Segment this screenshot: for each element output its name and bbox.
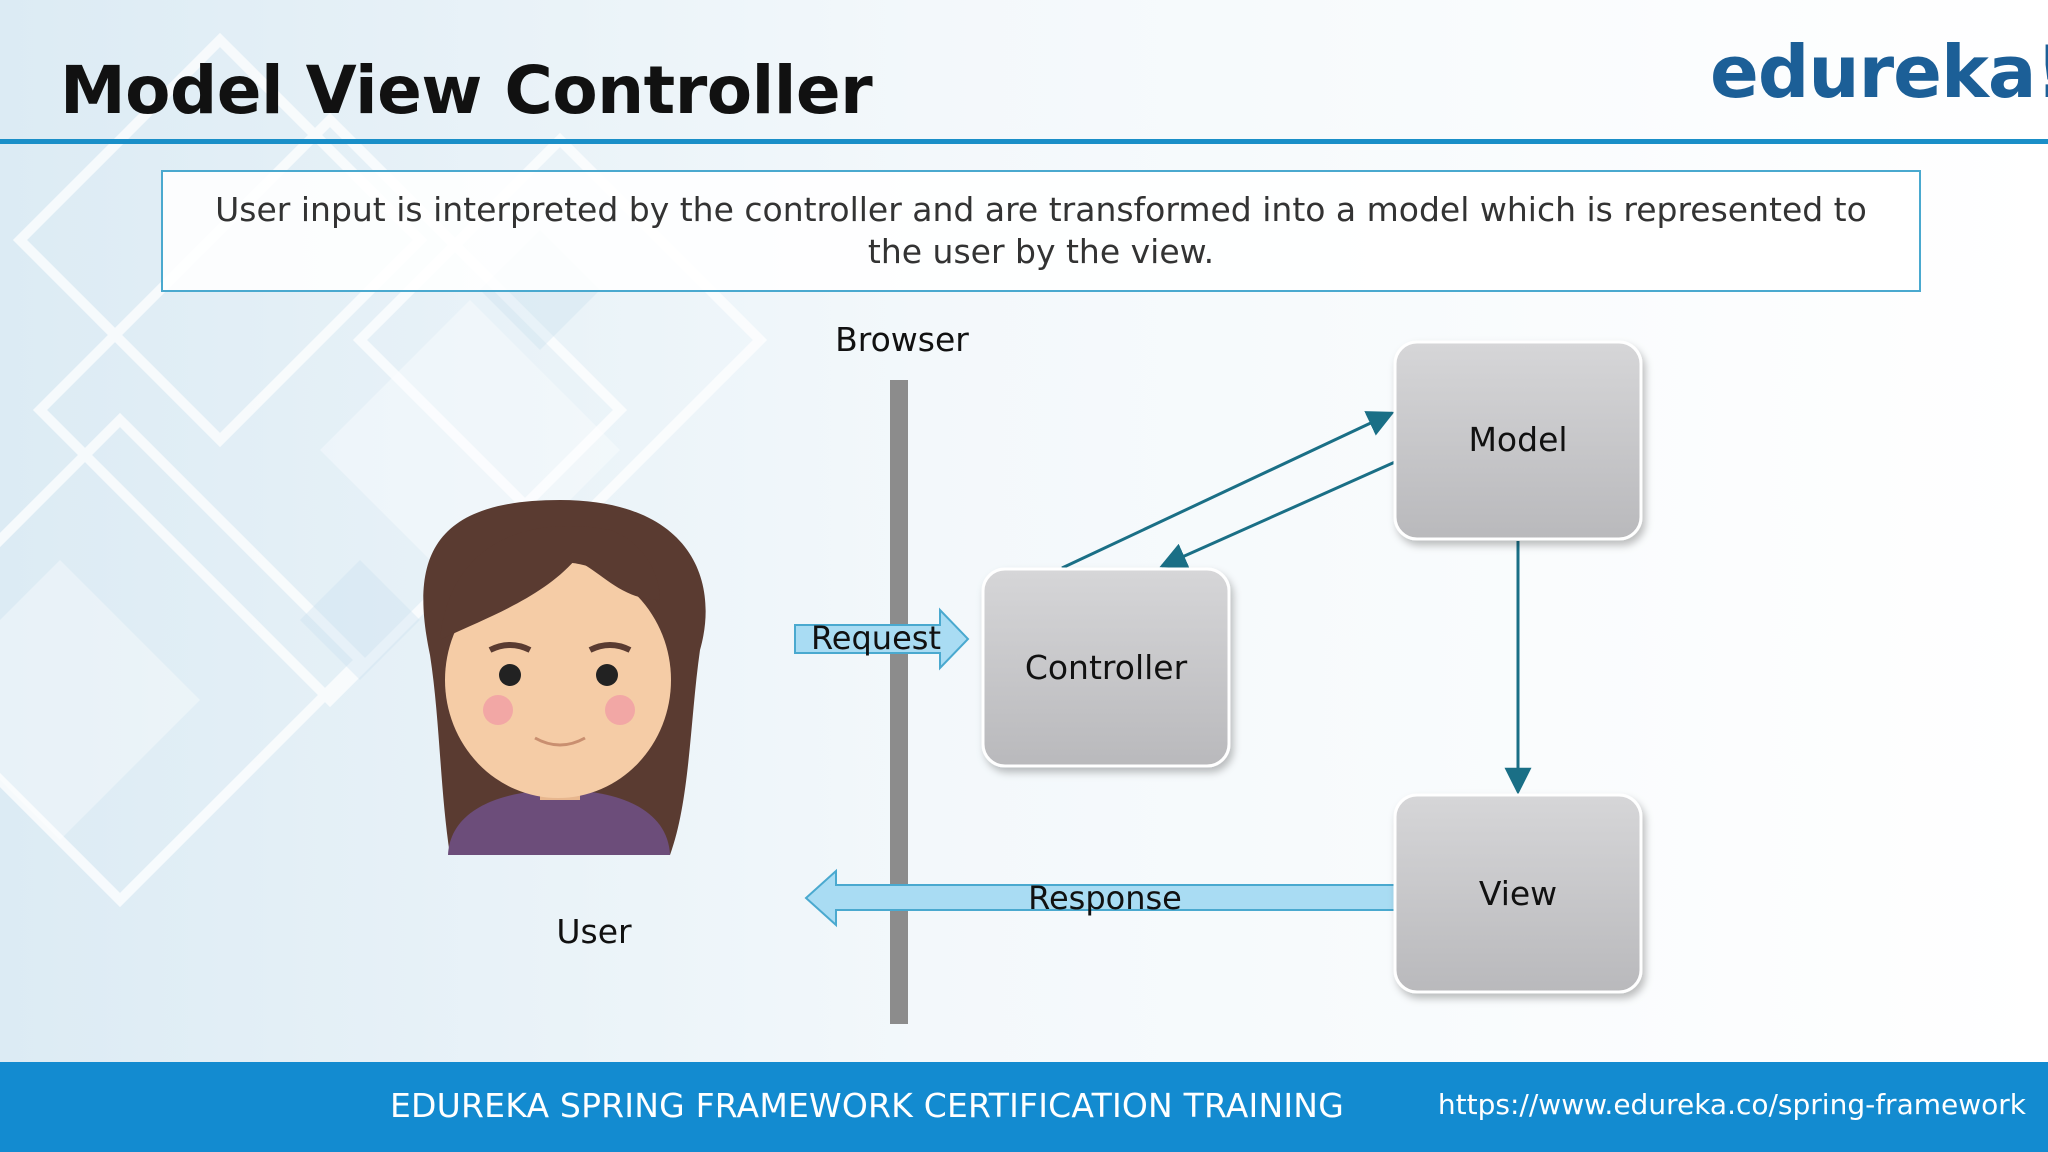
response-label: Response xyxy=(1028,879,1182,917)
model-to-controller-arrow xyxy=(1159,460,1396,569)
footer-url: https://www.edureka.co/spring-framework xyxy=(1437,1088,2026,1121)
request-arrow xyxy=(794,607,970,671)
browser-divider xyxy=(890,380,908,1024)
response-arrow xyxy=(804,868,1396,928)
footer-bar: EDUREKA SPRING FRAMEWORK CERTIFICATION T… xyxy=(0,1062,2048,1152)
edureka-logo: edureka! xyxy=(1710,30,2048,114)
slide-title: Model View Controller xyxy=(60,52,873,129)
view-node: View xyxy=(1393,793,1643,994)
description-text: User input is interpreted by the control… xyxy=(215,190,1867,271)
user-label: User xyxy=(556,912,632,951)
view-label: View xyxy=(1479,874,1557,913)
model-node: Model xyxy=(1393,340,1643,541)
footer-course-title: EDUREKA SPRING FRAMEWORK CERTIFICATION T… xyxy=(390,1086,1344,1125)
controller-to-model-arrow xyxy=(1061,411,1395,570)
controller-node: Controller xyxy=(981,567,1231,768)
title-divider xyxy=(0,139,2048,144)
request-label: Request xyxy=(811,619,941,657)
model-label: Model xyxy=(1468,420,1567,459)
controller-label: Controller xyxy=(1025,648,1188,687)
description-box: User input is interpreted by the control… xyxy=(161,170,1921,292)
user-avatar-icon xyxy=(423,500,706,855)
browser-label: Browser xyxy=(835,320,969,359)
